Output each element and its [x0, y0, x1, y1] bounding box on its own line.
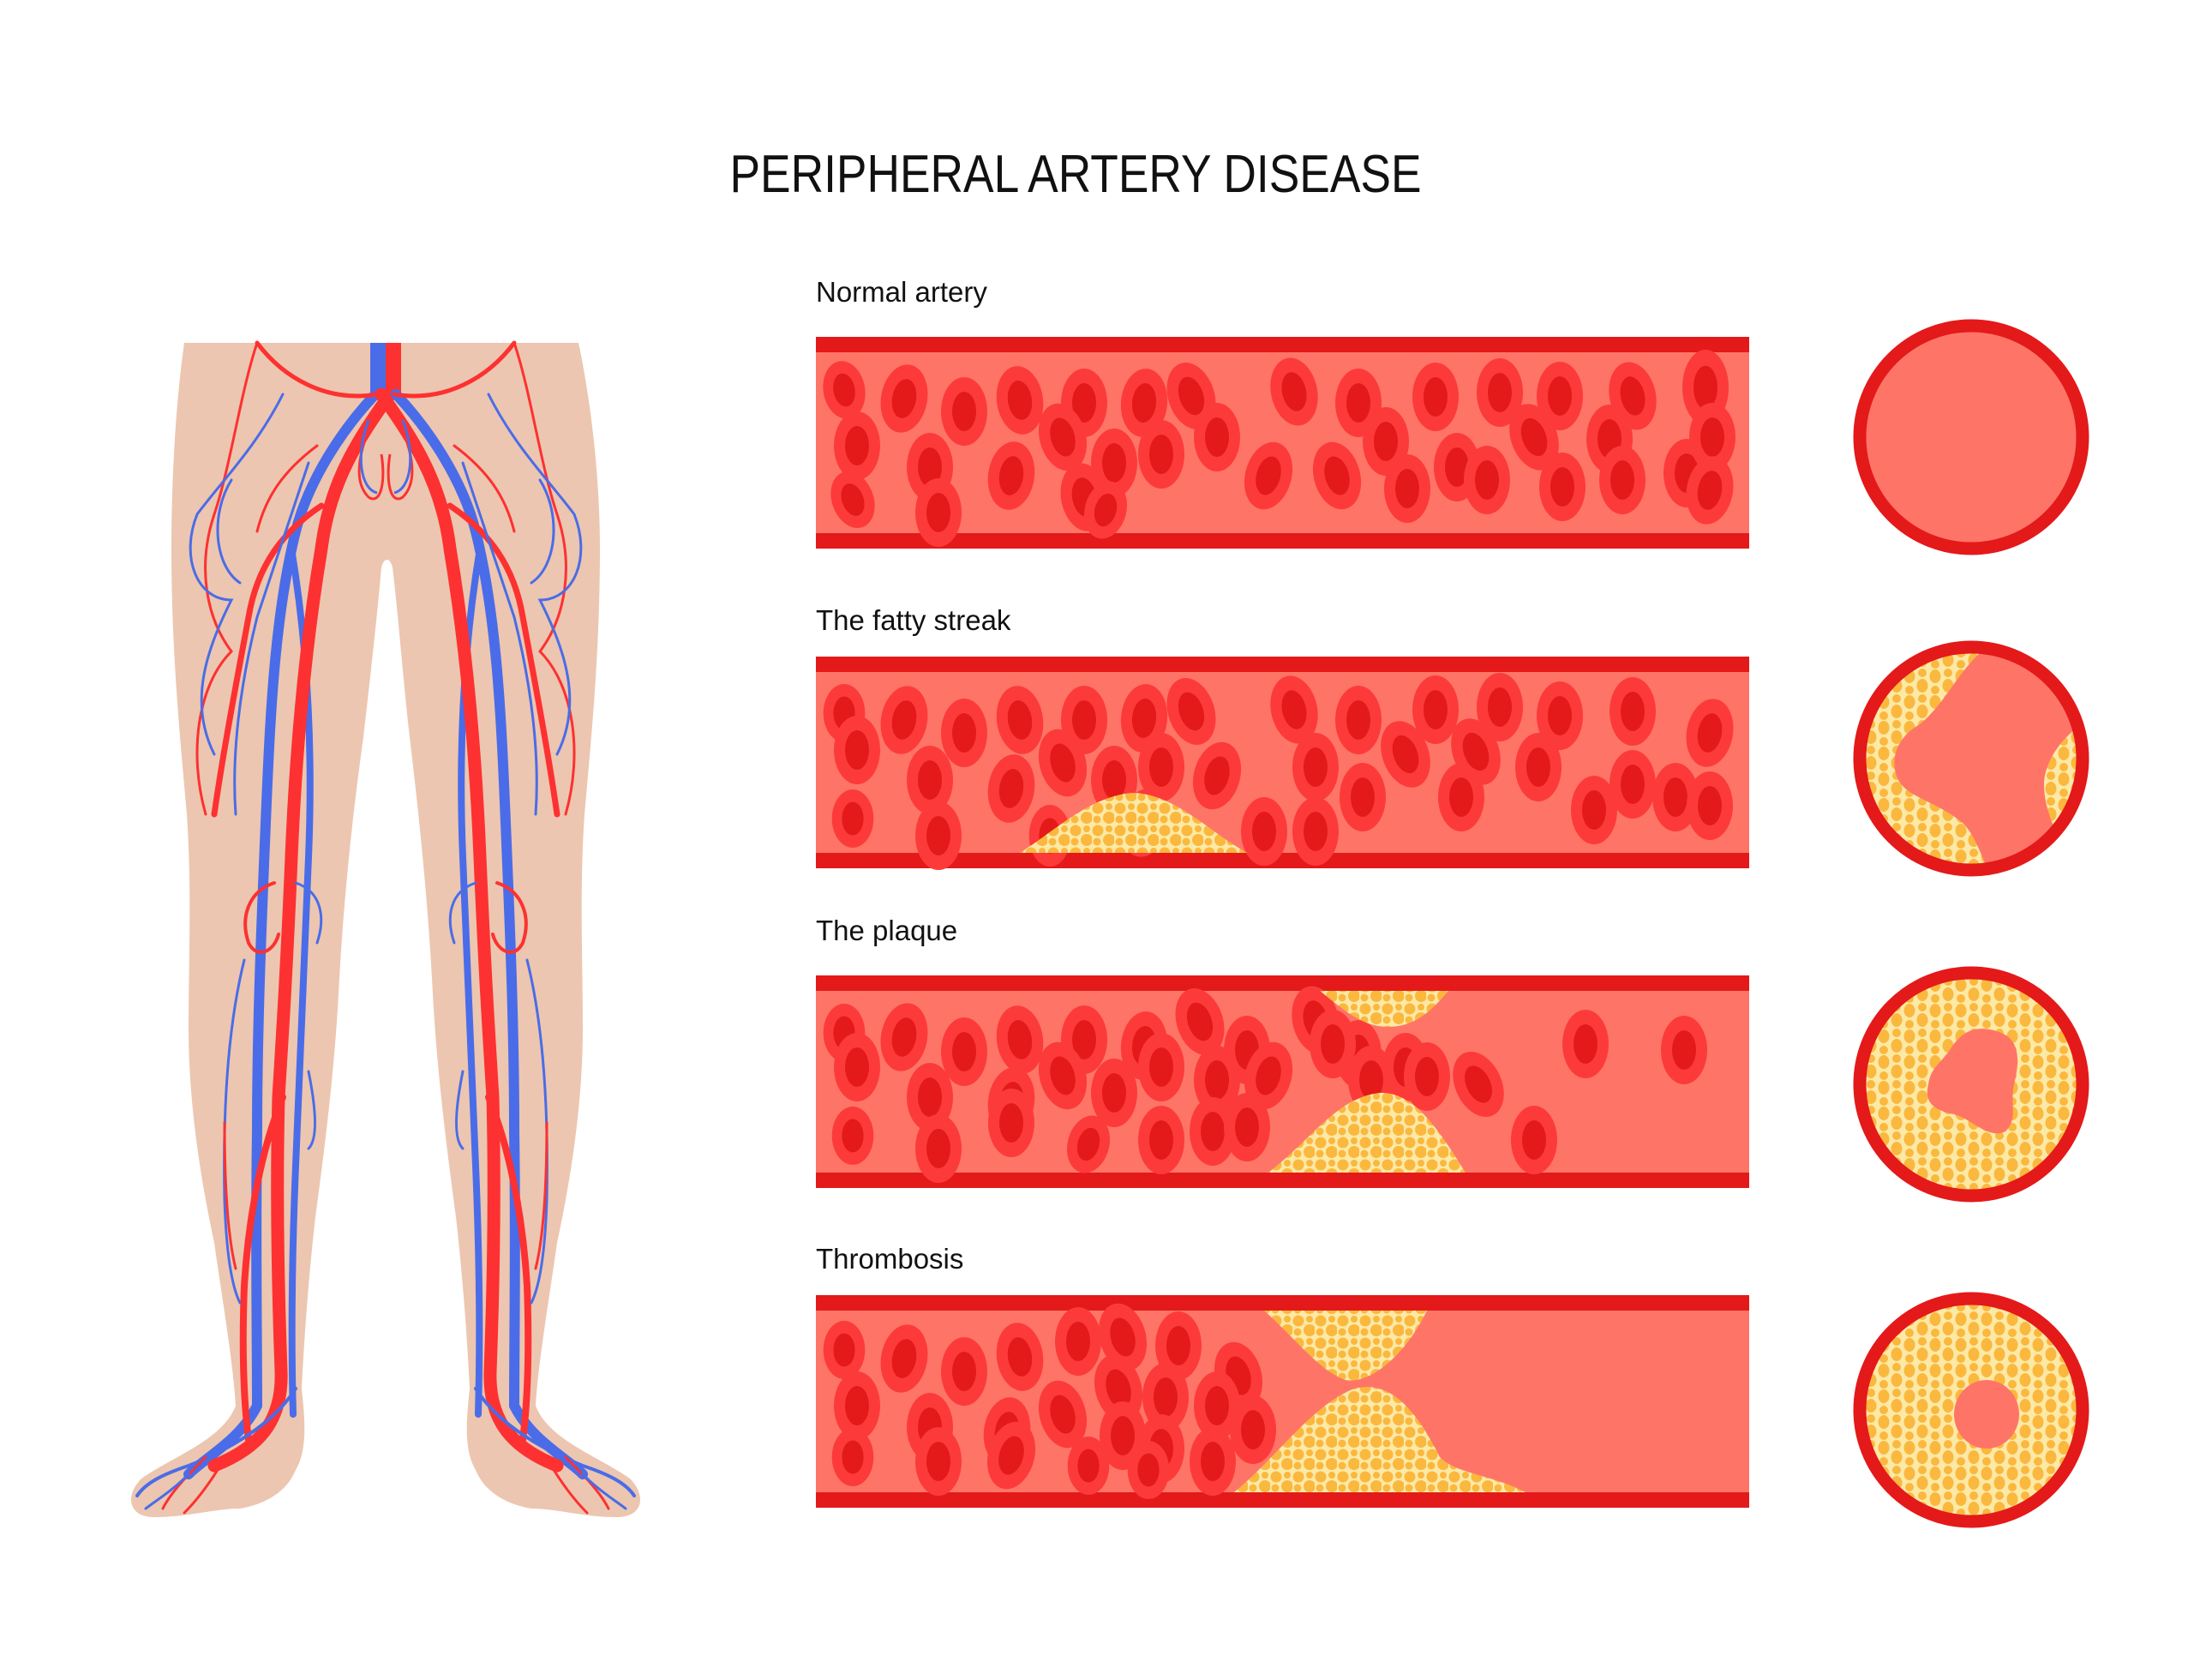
legs-silhouette — [131, 343, 640, 1517]
pelvic-vessels — [357, 411, 414, 501]
plaque-deposit-bottom — [1268, 1092, 1466, 1173]
cross-section-fatty-streak — [1853, 640, 2089, 877]
thrombus-deposit-top — [1264, 1311, 1427, 1381]
cross-section-thrombosis — [1853, 1292, 2089, 1528]
vena-cava — [370, 343, 386, 394]
vessel-plaque — [816, 975, 1749, 1188]
stage-label-plaque: The plaque — [816, 915, 958, 946]
cross-section-normal — [1853, 319, 2089, 555]
stage-label-thrombosis: Thrombosis — [816, 1243, 964, 1275]
thrombus-deposit-bottom — [1234, 1387, 1526, 1492]
right-leg-vessels — [375, 340, 636, 1515]
page-title: PERIPHERAL ARTERY DISEASE — [729, 145, 1422, 204]
left-leg-vessels — [135, 340, 397, 1515]
severely-narrowed-lumen — [1954, 1380, 2019, 1449]
vessel-normal — [816, 337, 1749, 549]
cross-section-plaque — [1853, 966, 2089, 1203]
stage-label-normal: Normal artery — [816, 276, 987, 308]
plaque-deposit-top — [1320, 991, 1448, 1027]
vessel-fatty-streak — [816, 657, 1749, 870]
aorta — [386, 343, 401, 394]
fatty-streak-deposit — [1020, 793, 1247, 853]
stage-label-fatty-streak: The fatty streak — [816, 604, 1011, 636]
legs-illustration — [131, 340, 640, 1517]
vessel-thrombosis — [816, 1295, 1749, 1508]
narrowed-lumen — [1927, 1029, 2018, 1134]
